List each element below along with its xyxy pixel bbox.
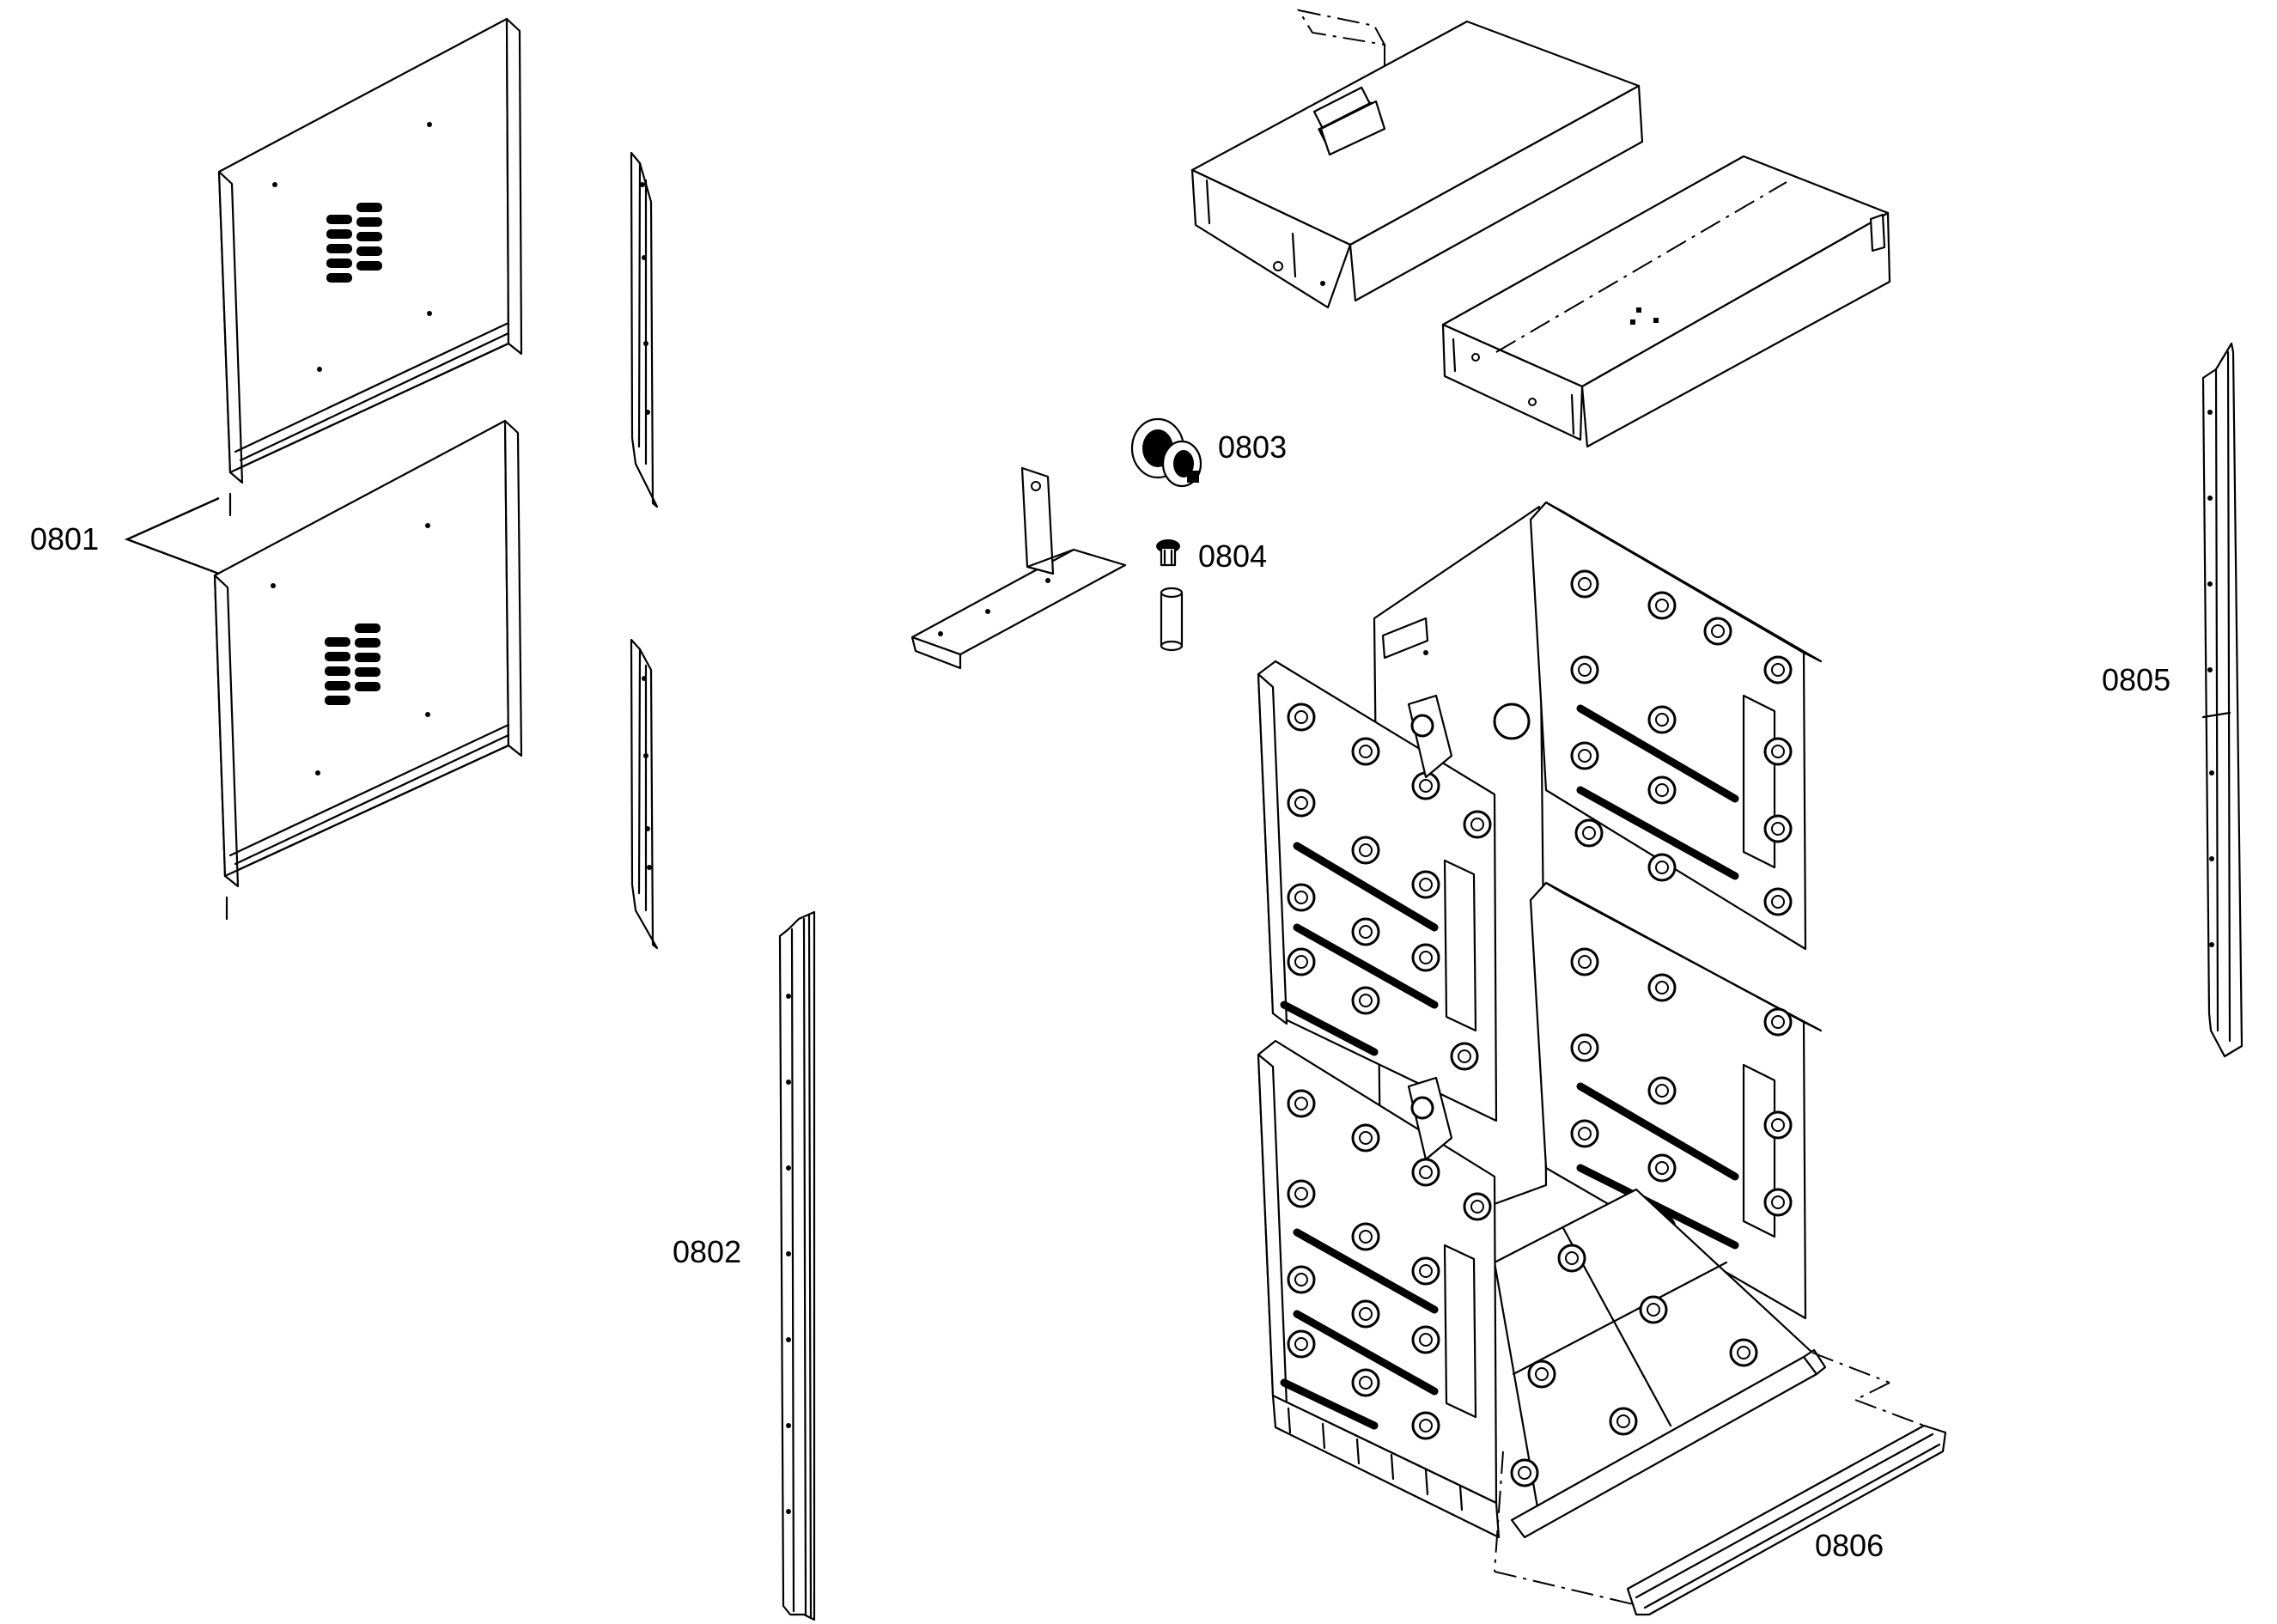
front-bottom-rail — [1626, 1399, 1947, 1616]
label-0803: 0803 — [1218, 429, 1287, 465]
label-0801: 0801 — [30, 521, 99, 557]
spacer-sleeve — [1160, 587, 1184, 652]
fan-motor — [1130, 417, 1202, 488]
motor-bracket — [910, 466, 1127, 670]
side-panel-lower — [213, 419, 523, 921]
vertical-rail-right — [2201, 342, 2244, 1058]
oven-cavity-frame — [1257, 501, 1890, 1607]
side-panel-upper — [217, 17, 523, 517]
vertical-rail-left — [778, 910, 816, 1621]
fastener — [1156, 539, 1180, 567]
top-cover-assembly — [1190, 9, 1891, 448]
rear-bracket-upper — [630, 151, 659, 508]
label-0802: 0802 — [673, 1234, 741, 1269]
rear-bracket-lower — [630, 638, 659, 950]
label-0805: 0805 — [2102, 662, 2170, 697]
label-0806: 0806 — [1815, 1528, 1884, 1563]
callout-0801: 0801 — [30, 496, 220, 575]
label-0804: 0804 — [1198, 538, 1267, 574]
